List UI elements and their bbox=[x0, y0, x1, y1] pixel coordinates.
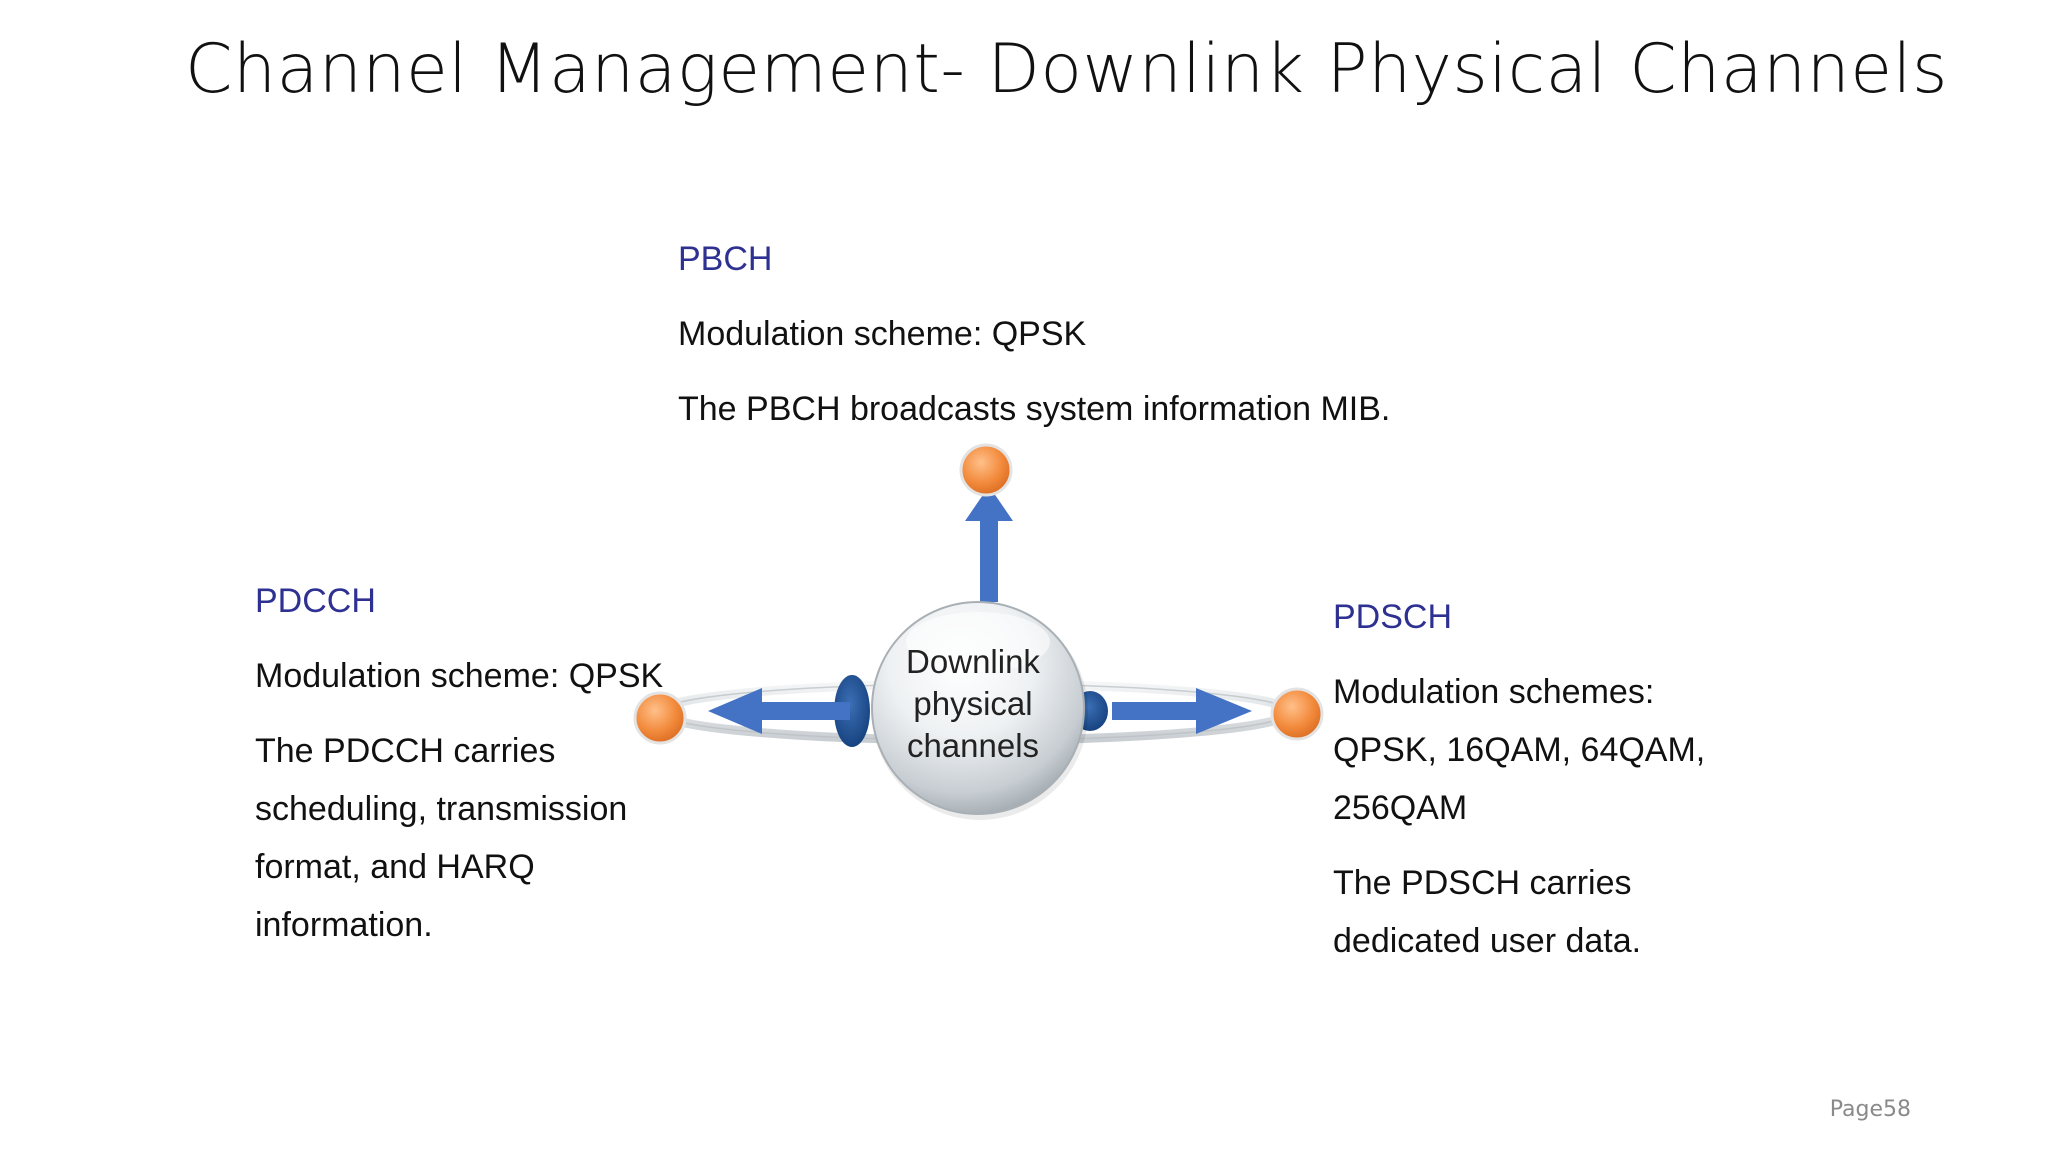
center-label-line: physical bbox=[913, 685, 1033, 722]
center-label-line: channels bbox=[906, 727, 1040, 764]
pbch-block: PBCH Modulation scheme: QPSK The PBCH br… bbox=[678, 230, 1438, 455]
center-label: Downlink physical channels bbox=[868, 641, 1078, 767]
pdcch-node bbox=[633, 691, 687, 745]
pdcch-block: PDCCH Modulation scheme: QPSK The PDCCH … bbox=[255, 572, 695, 954]
pdcch-description-line: scheduling, transmission bbox=[255, 790, 628, 828]
arrow-up bbox=[965, 486, 1013, 602]
pdsch-description-line: dedicated user data. bbox=[1333, 922, 1642, 960]
pdsch-description-line: The PDSCH carries bbox=[1333, 864, 1632, 902]
pdsch-modulation-line: 256QAM bbox=[1333, 789, 1468, 827]
pdsch-description: The PDSCH carries dedicated user data. bbox=[1333, 854, 1793, 970]
arrow-left bbox=[708, 688, 850, 734]
pdsch-block: PDSCH Modulation schemes: QPSK, 16QAM, 6… bbox=[1333, 588, 1793, 970]
page-number: Page58 bbox=[1829, 1097, 1911, 1122]
pbch-description: The PBCH broadcasts system information M… bbox=[678, 390, 1391, 428]
pbch-heading: PBCH bbox=[678, 240, 773, 278]
center-label-line: Downlink bbox=[906, 643, 1040, 680]
pbch-node bbox=[959, 443, 1013, 497]
pdsch-heading: PDSCH bbox=[1333, 598, 1453, 636]
pdcch-description-line: format, and HARQ bbox=[255, 848, 535, 886]
pdsch-modulation-line: Modulation schemes: bbox=[1333, 673, 1655, 711]
arrow-right bbox=[1112, 688, 1252, 734]
pdsch-node bbox=[1270, 687, 1324, 741]
pbch-modulation: Modulation scheme: QPSK bbox=[678, 315, 1087, 353]
pdsch-modulation-line: QPSK, 16QAM, 64QAM, bbox=[1333, 731, 1706, 769]
pdcch-heading: PDCCH bbox=[255, 582, 376, 620]
pdsch-modulation: Modulation schemes: QPSK, 16QAM, 64QAM, … bbox=[1333, 663, 1793, 837]
pdcch-modulation: Modulation scheme: QPSK bbox=[255, 657, 664, 695]
pdcch-description: The PDCCH carries scheduling, transmissi… bbox=[255, 722, 695, 954]
pdcch-description-line: information. bbox=[255, 906, 433, 944]
pdcch-description-line: The PDCCH carries bbox=[255, 732, 556, 770]
slide-title: Channel Management- Downlink Physical Ch… bbox=[185, 30, 1948, 109]
left-disc bbox=[834, 675, 870, 747]
